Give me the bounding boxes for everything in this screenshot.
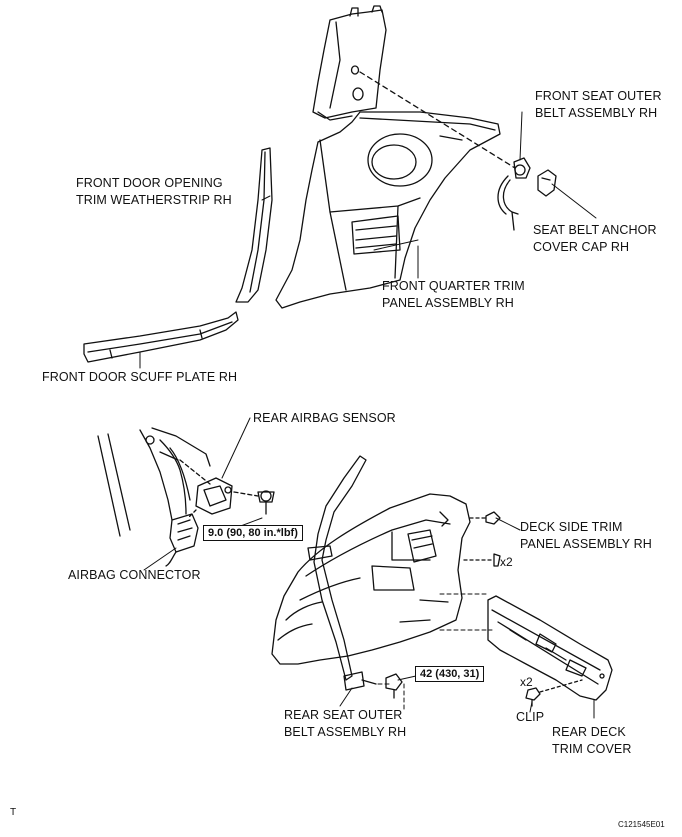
front-door-opening-weatherstrip [235, 147, 273, 303]
torque-belt-anchor-bolt: 42 (430, 31) [415, 666, 485, 682]
label-airbag-connector: AIRBAG CONNECTOR [68, 568, 201, 582]
front-quarter-trim-panel [275, 111, 501, 309]
deck-side-trim-panel [271, 493, 471, 665]
seat-belt-anchor-cover-cap [537, 169, 557, 197]
rear-cover-clip [525, 679, 583, 707]
belt-anchor-bolt [385, 673, 403, 699]
rear-seat-outer-belt [307, 455, 377, 691]
front-seat-belt-anchor [497, 157, 531, 231]
label-front-door-scuff: FRONT DOOR SCUFF PLATE RH [42, 370, 238, 384]
label-front-quarter-trim: FRONT QUARTER TRIM PANEL ASSEMBLY RH [382, 279, 525, 310]
qty-deck-side-clips: x2 [500, 555, 513, 569]
front-door-scuff-plate [83, 311, 239, 363]
airbag-sensor-area [97, 427, 275, 567]
label-front-door-opening-trim: FRONT DOOR OPENING TRIM WEATHERSTRIP RH [76, 176, 232, 207]
label-seat-belt-anchor-cover: SEAT BELT ANCHOR COVER CAP RH [533, 223, 657, 254]
leader-lines-upper [139, 111, 597, 369]
deck-side-fasteners [463, 511, 501, 567]
torque-sensor-bolt: 9.0 (90, 80 in.*lbf) [203, 525, 303, 541]
clip-alignment-lines [377, 593, 493, 711]
label-rear-deck-trim-cover: REAR DECK TRIM COVER [552, 725, 632, 756]
label-clip: CLIP [516, 710, 545, 724]
alignment-line-belt [359, 71, 516, 169]
label-rear-airbag-sensor: REAR AIRBAG SENSOR [253, 411, 396, 425]
corner-mark-left: T [10, 807, 17, 818]
label-deck-side-trim: DECK SIDE TRIM PANEL ASSEMBLY RH [520, 520, 652, 551]
label-rear-seat-outer-belt: REAR SEAT OUTER BELT ASSEMBLY RH [284, 708, 407, 739]
leader-lines-lower-right [339, 517, 595, 719]
rear-deck-trim-cover [487, 595, 613, 701]
label-front-seat-outer-belt: FRONT SEAT OUTER BELT ASSEMBLY RH [535, 89, 662, 120]
upper-pillar-trim [312, 5, 387, 121]
qty-deck-cover-clips: x2 [520, 675, 533, 689]
figure-code: C121545E01 [618, 820, 665, 829]
